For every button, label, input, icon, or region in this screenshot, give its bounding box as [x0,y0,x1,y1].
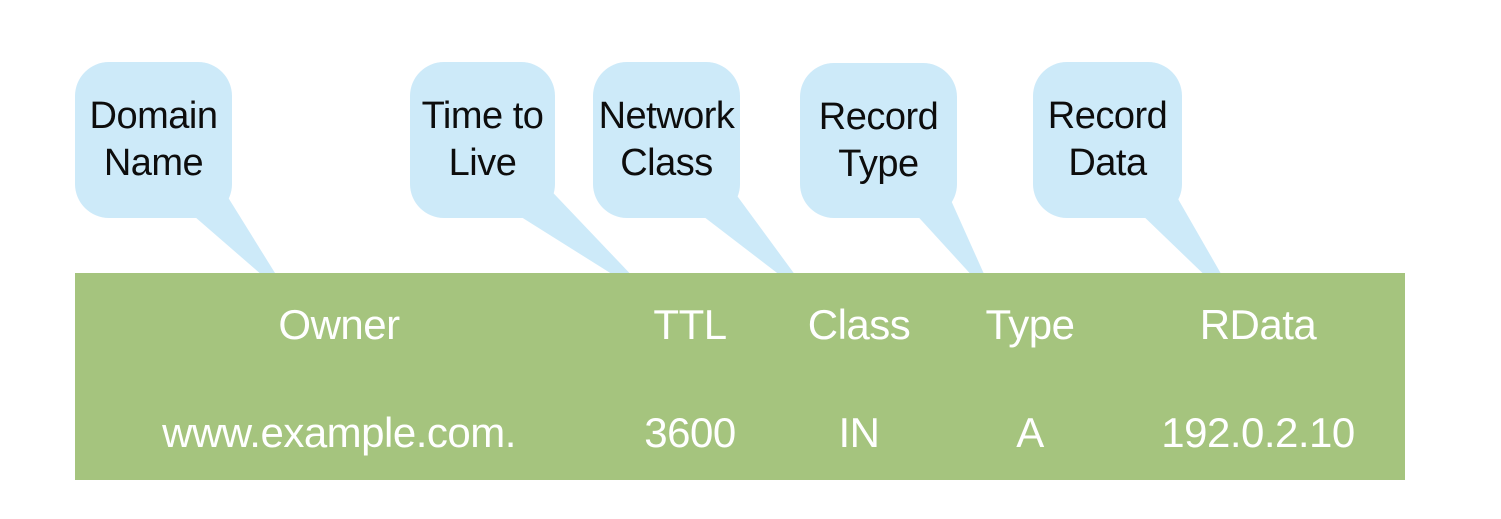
callout-domain-name: Domain Name [75,62,232,218]
record-value-type: A [1016,409,1044,456]
resource-record-bar: Owner TTL Class Type RData www.example.c… [75,273,1405,480]
callout-record-data-line2: Data [1068,142,1147,184]
callout-domain-name-line2: Name [103,142,204,184]
record-value-rdata: 192.0.2.10 [1161,409,1355,456]
column-header-rdata: RData [1199,301,1317,348]
record-value-owner: www.example.com. [162,409,516,456]
callout-record-type: Record Type [800,63,957,218]
callout-time-to-live: Time to Live [410,62,555,218]
record-value-ttl: 3600 [644,409,736,456]
column-header-owner: Owner [278,301,400,348]
callout-record-type-line1: Record [818,95,939,138]
callout-time-to-live-line1: Time to [421,95,544,137]
callout-network-class: Network Class [593,62,740,218]
record-value-row: www.example.com. 3600 IN A 192.0.2.10 [75,408,1405,458]
record-header-row: Owner TTL Class Type RData [75,300,1405,350]
callout-domain-name-line1: Domain [89,95,218,137]
callout-record-data: Record Data [1033,62,1182,218]
record-value-class: IN [838,409,881,456]
column-header-ttl: TTL [653,301,727,348]
callout-record-type-line2: Type [838,142,919,185]
column-header-type: Type [985,301,1075,348]
callout-time-to-live-line2: Live [448,142,517,184]
callout-record-data-line1: Record [1047,95,1168,137]
callout-network-class-line2: Class [620,142,713,184]
column-header-class: Class [807,301,911,348]
callout-network-class-line1: Network [598,95,735,137]
